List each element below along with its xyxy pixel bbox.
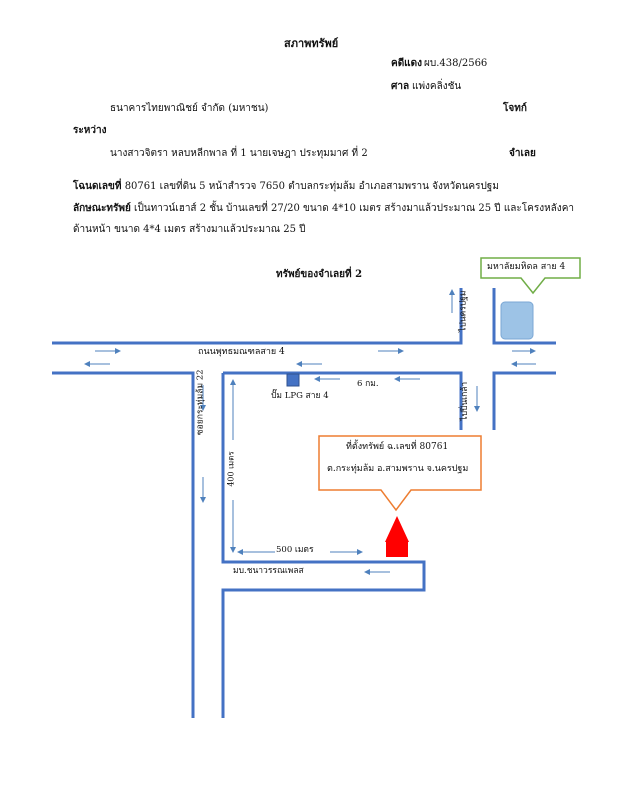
map-title: ทรัพย์ของจำเลยที่ 2 xyxy=(276,269,363,280)
deed-text: 80761 เลขที่ดิน 5 หน้าสำรวจ 7650 ตำบลกระ… xyxy=(124,181,499,192)
plaintiff-role: โจทก์ xyxy=(503,103,527,114)
distance-6km: 6 กม. xyxy=(357,379,379,389)
soi-label: ซอยกระทุ่มล้ม 22 xyxy=(195,369,206,436)
village-label: มบ.ชนาวรรณเพลส xyxy=(233,566,304,576)
property-callout-line2: ต.กระทุ่มล้ม อ.สามพราน จ.นครปฐม xyxy=(327,464,469,474)
property-marker-icon xyxy=(385,516,409,542)
plaintiff-name: ธนาคารไทยพาณิชย์ จำกัด (มหาชน) xyxy=(110,103,269,114)
deed-line: โฉนดเลขที่ 80761 เลขที่ดิน 5 หน้าสำรวจ 7… xyxy=(73,182,499,192)
property-desc-line2: ด้านหน้า ขนาด 4*4 เมตร สร้างมาแล้วประมาณ… xyxy=(73,224,306,235)
defendant-role: จำเลย xyxy=(509,148,536,159)
case-label: คดีแดง xyxy=(391,58,423,69)
property-callout xyxy=(318,435,482,512)
court-name: แพ่งคลิ่งชัน xyxy=(412,81,462,92)
lpg-station-icon xyxy=(286,373,300,387)
case-number: ผบ.438/2566 xyxy=(424,58,488,69)
university-label: มหาลัยมหิดล สาย 4 xyxy=(487,262,566,272)
desc-text-1: เป็นทาวน์เฮาส์ 2 ชั้น บ้านเลขที่ 27/20 ข… xyxy=(134,203,574,214)
page-title: สภาพทรัพย์ xyxy=(284,37,339,50)
university-building-icon xyxy=(500,301,534,340)
distance-400m: 400 เมตร xyxy=(226,451,236,487)
main-road-label: ถนนพุทธมณฑลสาย 4 xyxy=(198,347,285,357)
court-label: ศาล xyxy=(391,81,410,92)
deed-label: โฉนดเลขที่ xyxy=(73,181,122,192)
desc-label: ลักษณะทรัพย์ xyxy=(73,203,131,214)
property-marker-base xyxy=(386,542,408,557)
road-lines xyxy=(52,288,556,718)
defendant-names: นางสาวจิตรา หลบหลีกพาล ที่ 1 นายเจษฎา ปร… xyxy=(110,148,368,159)
university-callout xyxy=(480,257,581,295)
to-nakhon-pathom-label: ไปนครปฐม xyxy=(458,290,469,332)
distance-500m: 500 เมตร xyxy=(276,545,314,555)
to-pinklao-label: ไปปิ่นเกล้า xyxy=(460,381,471,421)
property-callout-line1: ที่ตั้งทรัพย์ ฉ.เลขที่ 80761 xyxy=(346,442,449,452)
lpg-label: ปั๊ม LPG สาย 4 xyxy=(271,391,329,401)
between-label: ระหว่าง xyxy=(73,125,107,136)
traffic-arrows xyxy=(84,289,536,575)
property-desc-line1: ลักษณะทรัพย์ เป็นทาวน์เฮาส์ 2 ชั้น บ้านเ… xyxy=(73,204,574,214)
